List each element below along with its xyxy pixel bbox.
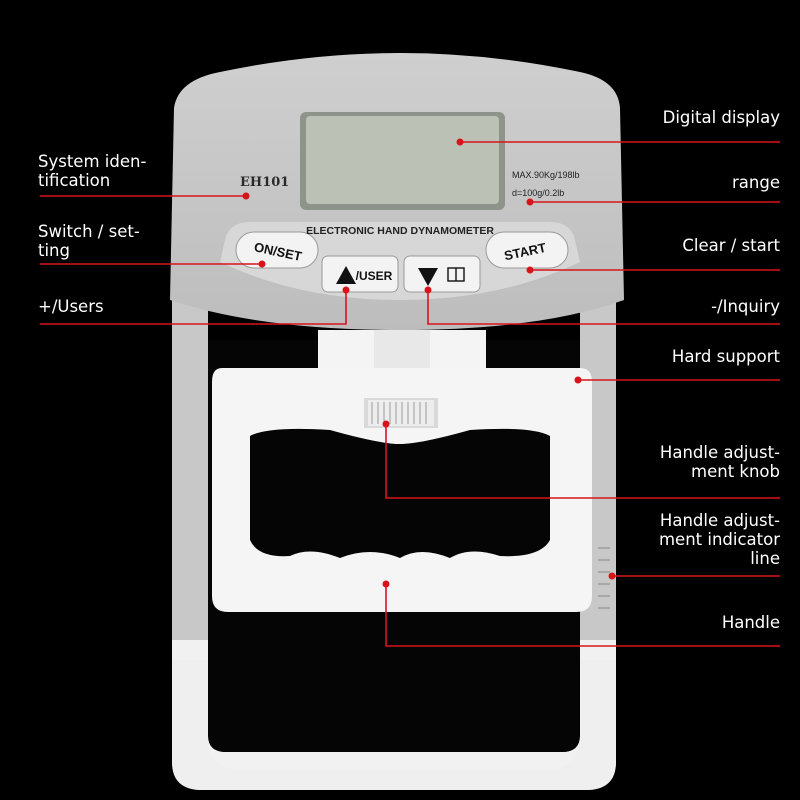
adjust-knob	[364, 398, 438, 428]
label-system-identification: System iden- tification	[38, 152, 147, 190]
frame-opening	[208, 340, 580, 752]
label-plus-users: +/Users	[38, 297, 104, 316]
model-label: EH101	[240, 175, 289, 190]
up-arrow-icon	[336, 266, 356, 284]
label-digital-display: Digital display	[662, 108, 780, 127]
leader-handle	[385, 584, 780, 647]
label-adjust-knob: Handle adjust- ment knob	[659, 443, 780, 481]
book-icon	[447, 267, 465, 282]
label-minus-inquiry: -/Inquiry	[711, 297, 780, 316]
leader-dots	[242, 138, 616, 588]
label-hard-support: Hard support	[671, 347, 780, 366]
leader-lines	[40, 141, 780, 647]
leader-inquiry	[427, 290, 780, 325]
frame-left-rail	[172, 290, 208, 650]
range-line-2: d=100g/0.2lb	[512, 188, 564, 198]
device-title: ELECTRONIC HAND DYNAMOMETER	[306, 225, 494, 237]
label-switch-setting: Switch / set- ting	[38, 222, 140, 260]
indicator-ticks	[598, 547, 610, 609]
leader-users	[40, 290, 347, 325]
label-adjust-indicator: Handle adjust- ment indicator line	[658, 511, 780, 568]
label-range: range	[732, 173, 780, 192]
range-line-1: MAX.90Kg/198lb	[512, 170, 580, 180]
label-handle: Handle	[721, 613, 780, 632]
leader-knob	[385, 424, 780, 499]
user-label: /USER	[356, 269, 393, 283]
start-button[interactable]	[485, 231, 569, 269]
down-arrow-icon	[418, 268, 438, 286]
on-set-button[interactable]	[235, 231, 319, 269]
label-clear-start: Clear / start	[682, 236, 780, 255]
down-inquiry-button[interactable]	[403, 255, 481, 293]
